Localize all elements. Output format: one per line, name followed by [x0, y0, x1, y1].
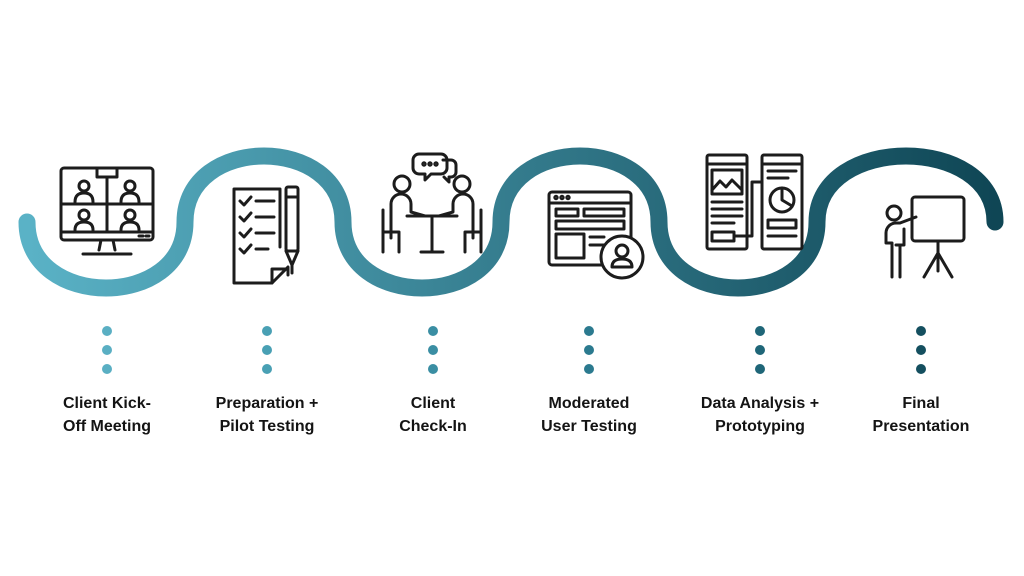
step-label: Preparation + Pilot Testing — [182, 392, 352, 438]
step-label-line-2: Off Meeting — [63, 418, 151, 435]
step-connector-dots — [101, 326, 113, 383]
step-connector-dots — [915, 326, 927, 383]
wave-path — [18, 147, 1004, 297]
video-conference-icon — [59, 166, 155, 256]
step-connector-dots — [427, 326, 439, 383]
prototype-screens-icon — [705, 153, 804, 251]
step-connector-dots — [583, 326, 595, 383]
connector-dot — [262, 345, 272, 355]
connector-dot — [102, 345, 112, 355]
step-label-line-2: User Testing — [541, 418, 637, 435]
connector-dot — [428, 345, 438, 355]
connector-dot — [916, 345, 926, 355]
step-label-line-1: Client Kick- — [62, 395, 151, 412]
step-label: Data Analysis + Prototyping — [675, 392, 845, 438]
connector-dot — [916, 326, 926, 336]
ui-wireframe-user-icon — [547, 190, 645, 280]
step-label-line-1: Moderated — [548, 395, 630, 412]
connector-dot — [584, 326, 594, 336]
connector-dot — [755, 345, 765, 355]
checklist-pen-icon — [232, 185, 300, 285]
connector-dot — [428, 364, 438, 374]
step-connector-dots — [754, 326, 766, 383]
connector-dot — [428, 326, 438, 336]
step-label: Client Kick- Off Meeting — [22, 392, 192, 438]
connector-dot — [102, 326, 112, 336]
step-label-line-1: Data Analysis + — [700, 395, 820, 412]
step-connector-dots — [261, 326, 273, 383]
step-label-line-2: Check-In — [399, 418, 467, 435]
step-label-line-1: Final — [902, 395, 940, 412]
connector-dot — [916, 364, 926, 374]
connector-dot — [262, 364, 272, 374]
connector-dot — [584, 364, 594, 374]
connector-dot — [755, 326, 765, 336]
step-label-line-1: Client — [410, 395, 456, 412]
connector-dot — [584, 345, 594, 355]
meeting-table-icon — [381, 152, 483, 254]
presentation-board-icon — [884, 195, 966, 279]
step-label-line-2: Prototyping — [715, 418, 805, 435]
step-label-line-1: Preparation + — [215, 395, 319, 412]
connector-dot — [262, 326, 272, 336]
step-label-line-2: Presentation — [872, 418, 970, 435]
connector-dot — [102, 364, 112, 374]
step-label-line-2: Pilot Testing — [219, 418, 315, 435]
connector-dot — [755, 364, 765, 374]
